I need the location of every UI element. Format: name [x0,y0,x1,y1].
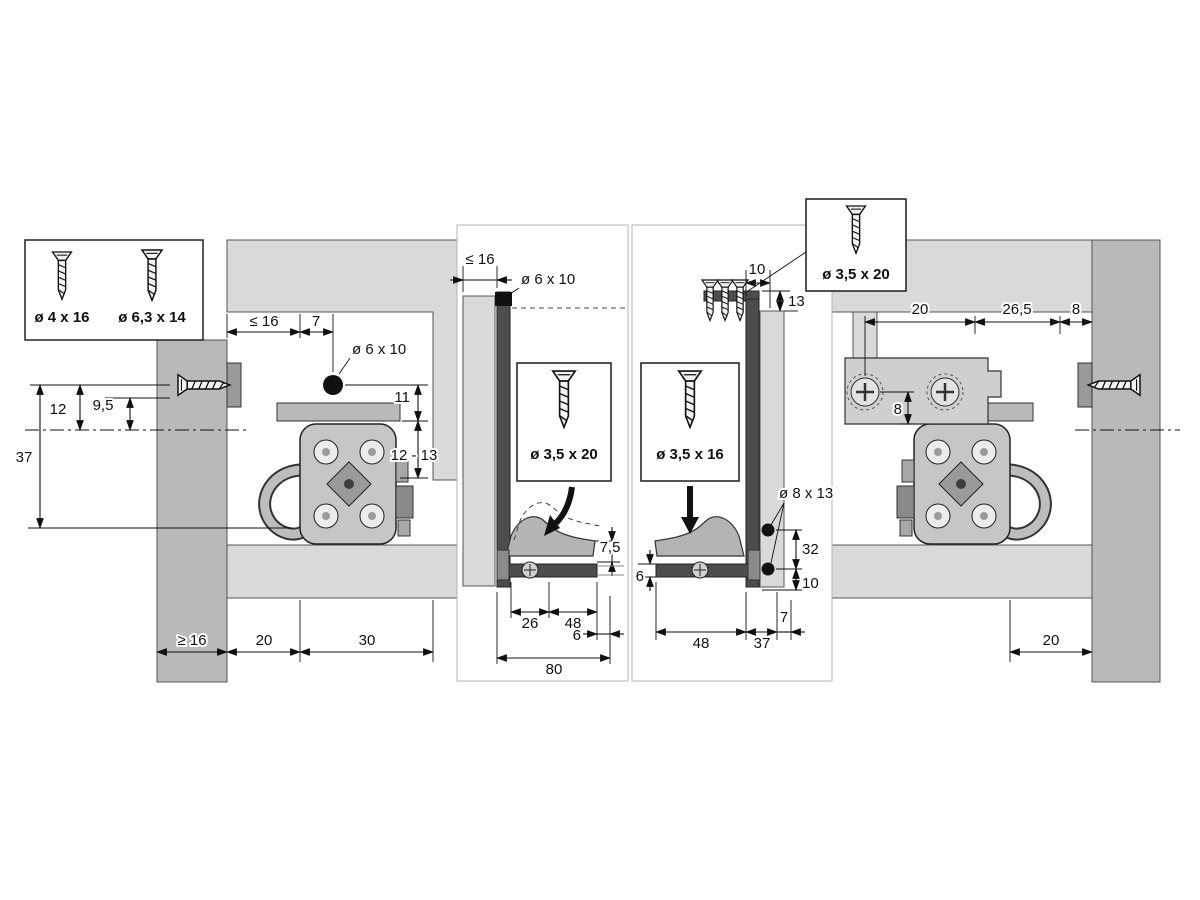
dim-label-10b: 10 [802,575,819,592]
catch-lever-ghost [513,502,601,541]
bottom-rail [499,563,598,578]
dim-label-13: 13 [788,293,805,310]
dim-label-20: 20 [256,632,273,649]
dim-label-48: 48 [693,635,710,652]
drill-hole-marker [323,375,343,395]
top-screw-callout-box: ø 3,5 x 20 [747,198,907,292]
legend-screw-small-label: ø 4 x 16 [34,309,89,326]
screw-size-label: ø 3,5 x 20 [530,446,598,463]
dim-label-37: 37 [16,449,33,466]
rail-bracket [747,549,761,581]
rear-bracket-right [844,357,1002,425]
screw-callout-box: ø 3,5 x 20 [516,362,612,482]
side-panel-right [1091,239,1161,683]
left-section-dimensions: ≤ 16 7 ø 6 x 10 11 12 - 13 37 12 9,5 ≥ 1… [14,311,439,662]
dim-label-20-top: 20 [912,301,929,318]
rear-cross-section-panel: 10 13 ø 8 x 13 32 10 6 48 37 7 [631,224,835,682]
rail-top-flange [703,290,760,302]
dim-label-7: 7 [312,313,320,330]
dim-label-48: 48 [565,615,582,632]
side-panel-left [156,339,228,683]
dim-label-20: 20 [1043,632,1060,649]
dim-label-12-13: 12 - 13 [391,447,438,464]
screw-size-label: ø 3,5 x 20 [822,266,890,283]
arrow-head [681,517,699,534]
dim-label-11: 11 [394,389,410,406]
slide-rail-profile [745,298,760,588]
dim-label-7-5: 7,5 [600,539,621,556]
dim-label-6: 6 [573,627,581,644]
dim-label-9-5: 9,5 [93,397,114,414]
bottom-board-left [226,544,458,599]
arrow-head [544,515,560,536]
drawer-side-board [759,310,785,588]
dim-label-26-5: 26,5 [1002,301,1031,318]
dim-label-12: 12 [50,401,67,418]
drawer-side-board [462,295,496,587]
dim-label-le16: ≤ 16 [249,313,278,330]
screw-callout-box: ø 3,5 x 16 [640,362,740,482]
drill-hole-marker [761,523,775,537]
screw-size-label: ø 3,5 x 16 [656,446,724,463]
right-section-dimensions: 20 26,5 8 8 20 [863,299,1094,662]
legend-screw-large-label: ø 6,3 x 14 [118,309,186,326]
hole-diameter-label: ø 6 x 10 [352,341,406,358]
insert-direction-arrow [553,486,575,526]
dim-label-37: 37 [754,635,771,652]
dim-label-32: 32 [802,541,819,558]
dim-label-80: 80 [546,661,563,678]
dim-label-30: 30 [359,632,376,649]
dim-label-7: 7 [780,609,788,626]
dim-label-6: 6 [636,568,644,585]
hole-diameter-label: ø 6 x 10 [521,271,575,288]
hole-diameter-label: ø 8 x 13 [779,485,833,502]
rail-bracket [496,549,510,581]
phillips-screw-head-icon [926,373,964,411]
dim-label-ge16: ≥ 16 [177,632,206,649]
drill-hole-marker [761,562,775,576]
dim-label-8: 8 [894,401,902,418]
front-cross-section-panel: ≤ 16 ø 6 x 10 7,5 26 48 6 80 ø [450,224,629,682]
dim-label-8-top: 8 [1072,301,1080,318]
dim-label-10: 10 [749,261,766,278]
flange-screws [701,279,749,322]
screw-legend-box: ø 4 x 16 ø 6,3 x 14 [24,239,204,341]
dim-label-le16: ≤ 16 [465,251,494,268]
slide-assembly-left [265,403,413,544]
bottom-board-right [831,544,1093,599]
slide-rail-profile [496,291,511,588]
dim-label-26: 26 [522,615,539,632]
catch-lever [654,516,745,557]
cabinet-panels-left [156,239,458,683]
